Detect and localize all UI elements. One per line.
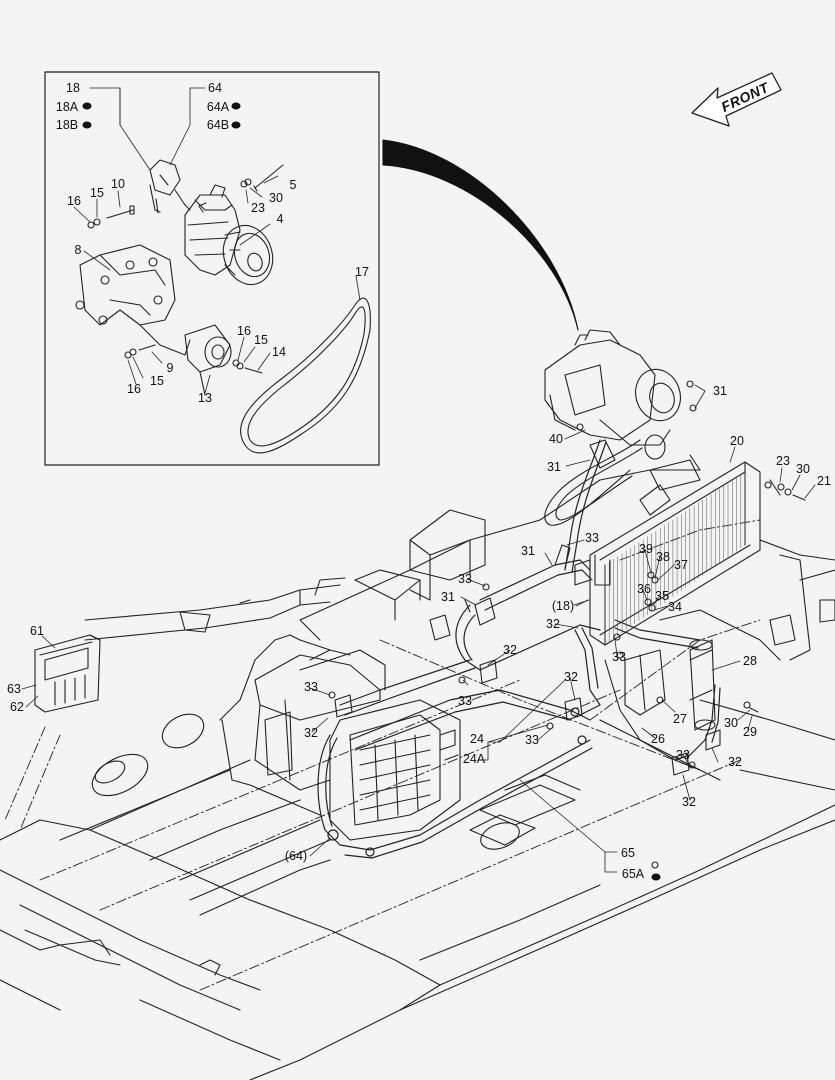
part-label: 63 [7, 681, 21, 696]
part-label: 38 [656, 549, 670, 564]
part-label: 65A [621, 866, 645, 881]
part-label: 32 [546, 616, 560, 631]
part-label: 31 [713, 383, 727, 398]
callout-box [44, 71, 380, 466]
part-label: 13 [198, 390, 212, 405]
part-label: 9 [166, 360, 174, 375]
part-label: 16 [237, 323, 251, 338]
receiver-drier-drawing [624, 639, 759, 731]
part-label: 61 [30, 623, 44, 638]
part-label: 28 [743, 653, 757, 668]
part-label: 15 [254, 332, 268, 347]
part-label: 33 [304, 679, 318, 694]
washer-icons [82, 102, 661, 881]
part-label: 36 [637, 581, 651, 596]
main-compressor-drawing [544, 329, 697, 526]
part-label: 30 [796, 461, 810, 476]
ac-unit-drawing [254, 649, 461, 841]
condenser-fins [604, 471, 746, 646]
part-label: 64A [206, 99, 230, 114]
part-label: 16 [127, 381, 141, 396]
part-label: 10 [111, 176, 125, 191]
part-label: 15 [90, 185, 104, 200]
part-label: 34 [668, 599, 682, 614]
part-label: 64B [206, 117, 230, 132]
part-label: 16 [67, 193, 81, 208]
part-label: 33 [458, 693, 472, 708]
leader-lines [21, 87, 816, 873]
part-label: 35 [655, 588, 669, 603]
part-label: 39 [639, 541, 653, 556]
part-label: 14 [272, 344, 286, 359]
part-label: 24A [462, 751, 486, 766]
part-label: 23 [776, 453, 790, 468]
idler-pulley-drawing [184, 324, 232, 396]
part-label: 32 [682, 794, 696, 809]
part-label: (18) [551, 598, 575, 613]
part-label: 26 [651, 731, 665, 746]
callout-arrow [382, 139, 579, 331]
front-arrow-icon [691, 72, 782, 127]
part-label: 15 [150, 373, 164, 388]
part-label: 62 [10, 699, 24, 714]
part-label: 64 [208, 80, 222, 95]
part-label: 65 [621, 845, 635, 860]
refrigerant-hoses [317, 439, 721, 859]
part-label: 18B [55, 117, 79, 132]
part-label: 32 [503, 642, 517, 657]
part-label: 31 [521, 543, 535, 558]
condenser-drawing [589, 461, 761, 646]
part-label: 32 [728, 754, 742, 769]
drive-belt-drawing [240, 297, 371, 454]
machine-frame [0, 454, 835, 1080]
part-label: 31 [547, 459, 561, 474]
part-label: 20 [730, 433, 744, 448]
part-label: 30 [724, 715, 738, 730]
part-label: (64) [284, 848, 308, 863]
part-label: 27 [673, 711, 687, 726]
part-label: 29 [743, 724, 757, 739]
part-label: 5 [289, 177, 297, 192]
part-label: 31 [441, 589, 455, 604]
part-label: 8 [74, 242, 82, 257]
part-label: 40 [549, 431, 563, 446]
part-label: 33 [676, 747, 690, 762]
inset-bolts [87, 164, 284, 374]
part-label: 33 [612, 649, 626, 664]
part-label: 33 [585, 530, 599, 545]
part-label: 18 [66, 80, 80, 95]
part-label: 32 [304, 725, 318, 740]
part-label: 33 [525, 732, 539, 747]
part-label: 18A [55, 99, 79, 114]
part-label: 23 [251, 200, 265, 215]
part-label: 32 [564, 669, 578, 684]
center-lines [4, 519, 761, 991]
ac-controller-drawing [34, 634, 101, 713]
hose-fittings-18-64 [149, 159, 191, 214]
compressor-bracket-drawing [75, 244, 191, 356]
part-label: 21 [817, 473, 831, 488]
compressor-drawing [184, 184, 274, 286]
part-label: 33 [458, 571, 472, 586]
part-label: 30 [269, 190, 283, 205]
part-label: 37 [674, 557, 688, 572]
part-label: 17 [355, 264, 369, 279]
part-label: 4 [276, 211, 284, 226]
part-label: 24 [470, 731, 484, 746]
